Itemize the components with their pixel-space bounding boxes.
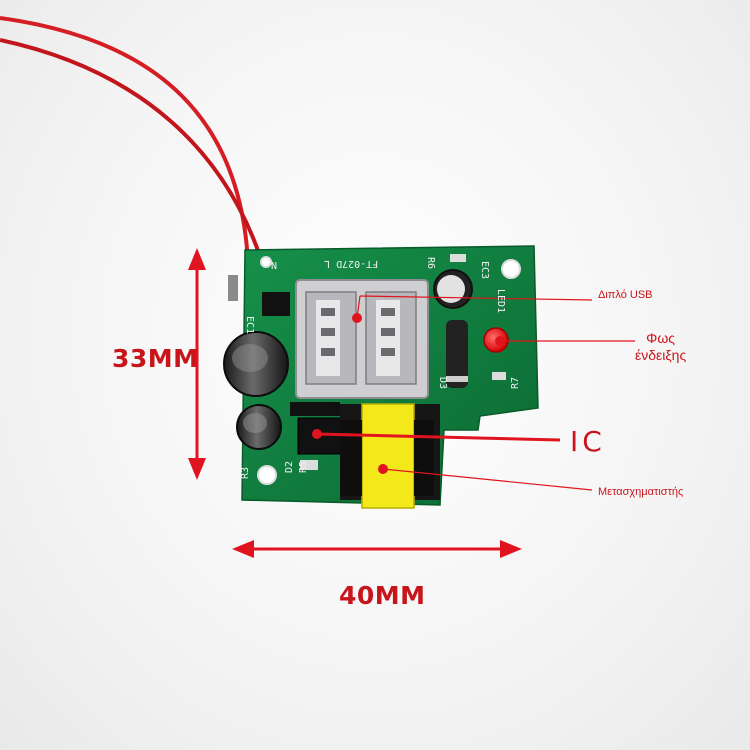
capacitor-ec2 (236, 404, 282, 450)
silk-r3: R3 (240, 466, 252, 480)
silk-n: N (271, 261, 278, 272)
mounting-hole-tl (260, 256, 272, 268)
silk-r6: R6 (425, 256, 437, 270)
led-callout-label: Φως ένδειξης (635, 330, 686, 364)
ic-callout-label: IC (570, 425, 606, 458)
height-dimension-label: 33MM (112, 344, 199, 373)
silk-r7: R7 (510, 376, 522, 390)
wire-2 (0, 38, 264, 263)
usb-callout-label: Διπλό USB (598, 289, 653, 301)
silk-ec3: EC3 (479, 260, 491, 280)
mounting-hole-tr (501, 259, 521, 279)
silk-led1: LED1 (495, 288, 507, 314)
silk-ec1: EC1 (244, 315, 256, 335)
silk-d3: D3 (437, 376, 449, 390)
led-callout-line2: ένδειξης (635, 346, 687, 363)
silk-d2: D2 (284, 460, 296, 474)
mounting-hole-bl (257, 465, 277, 485)
led-callout-line1: Φως (646, 330, 676, 346)
silk-r5: R5 (298, 460, 310, 474)
diode-d3 (446, 320, 468, 388)
silk-model: FT-027D L (324, 258, 379, 269)
wire-1 (0, 16, 250, 263)
transformer-core (361, 403, 415, 509)
width-dimension-label: 40MM (339, 581, 426, 610)
capacitor-ec1 (223, 331, 289, 397)
transformer-callout-label: Μετασχηματιστής (598, 486, 684, 498)
